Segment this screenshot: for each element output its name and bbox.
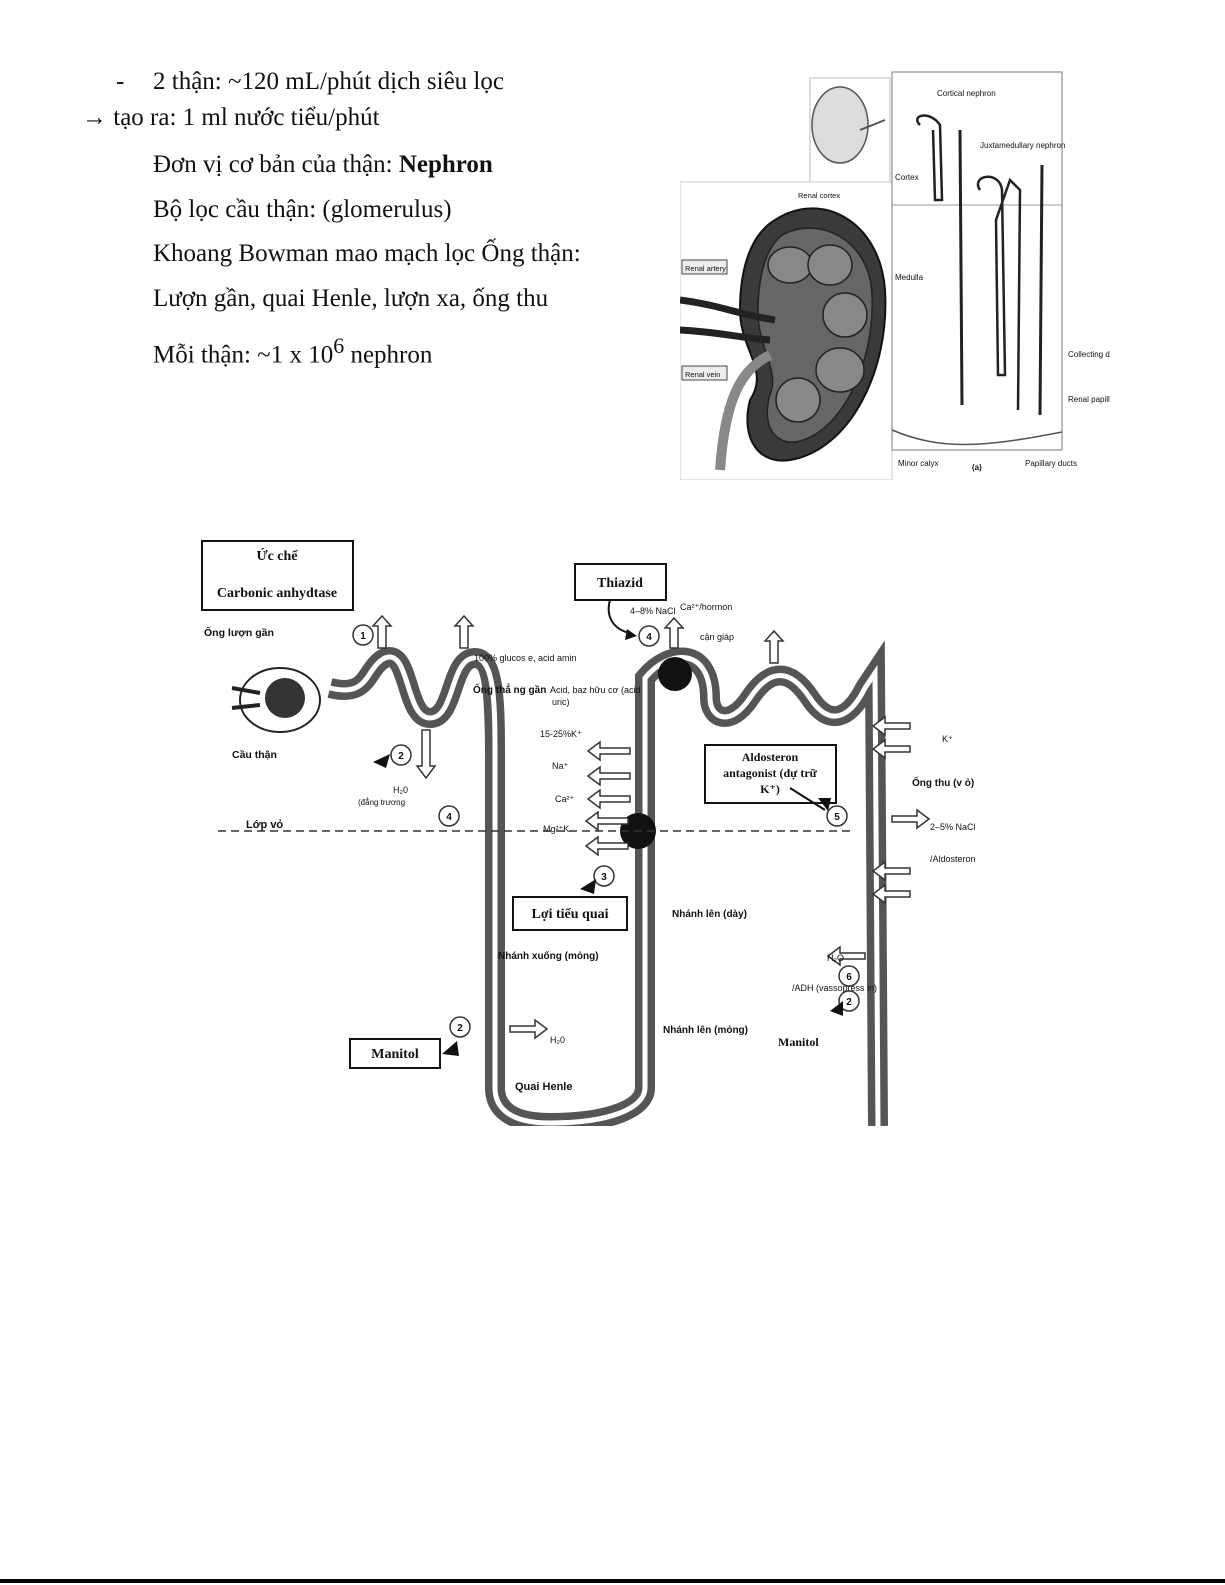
site-5-number: 5 (834, 812, 840, 823)
line-tubule-segments: Lượn gần, quai Henle, lượn xa, ống thu (153, 285, 548, 313)
site-2-number: 2 (398, 751, 404, 762)
loop-diuretic-label: Lợi tiểu quai (532, 907, 609, 922)
bullet-marker: - (116, 68, 124, 96)
site-3-number: 3 (601, 872, 607, 883)
parathyroid-label: cận giáp (700, 632, 734, 642)
loop-of-henle-label: Quai Henle (515, 1081, 572, 1093)
cortex-layer-label: Lớp vỏ (246, 819, 283, 831)
thin-descending-label: Nhánh xuống (mỏng) (498, 950, 599, 962)
isotonic-label: (đẳng trương (358, 798, 405, 807)
nephron-diuretic-diagram: Ức chế Carbonic anhydtase Thiazid Aldost… (150, 498, 1120, 1126)
line-bowman: Khoang Bowman mao mạch lọc Ống thận: (153, 240, 581, 268)
line-glomerulus: Bộ lọc cầu thận: (glomerulus) (153, 196, 452, 224)
site-4b-number: 4 (646, 632, 652, 643)
aldosterone-line3: K⁺) (760, 782, 780, 796)
nacl-thiazid-label: 4–8% NaCl (630, 606, 676, 616)
glomerulus-tuft (265, 678, 305, 718)
calcium-hormone-label: Ca²⁺/hormon (680, 602, 732, 612)
thin-ascending-label: Nhánh lên (mỏng) (663, 1025, 748, 1036)
nephron-panel (892, 72, 1062, 450)
thick-ascending-label: Nhánh lên (dày) (672, 909, 747, 920)
renal-papilla-label: Renal papilla (1068, 395, 1110, 404)
straight-proximal-label: Ống thẳ ng gần (473, 682, 546, 696)
site-2c-number: 2 (846, 997, 852, 1008)
renal-cortex-label: Renal cortex (798, 191, 840, 200)
cortex-label: Cortex (895, 173, 919, 182)
calcium-label: Ca²⁺ (555, 794, 575, 804)
juxtamedullary-nephron-label: Juxtamedullary nephron (980, 141, 1065, 150)
basic-unit-bold: Nephron (399, 151, 493, 178)
aldosterone-line2: antagonist (dự trữ (723, 766, 818, 780)
basic-unit-text: Đơn vị cơ bản của thận: (153, 151, 399, 178)
nephron-count-text: Mỗi thận: ~1 x 10 (153, 341, 333, 368)
site-2b-number: 2 (457, 1023, 463, 1034)
uric-label: uric) (552, 697, 570, 707)
site-6-number: 6 (846, 972, 852, 983)
h2o-right-label: H₂O (827, 953, 844, 963)
nacl-collecting-label: 2–5% NaCl (930, 822, 976, 832)
carbonic-anhydrase-line1: Ức chế (256, 547, 298, 564)
sodium-label: Na⁺ (552, 761, 569, 771)
h2o-bottom-label: H₂0 (550, 1035, 565, 1045)
glucose-label: 100% glucos e, acid amin (474, 653, 577, 663)
kidney-anatomy-figure: Renal artery Renal vein Renal cortex Cor… (680, 70, 1110, 480)
collecting-duct-label: Collecting duct (1068, 350, 1110, 359)
manitol-label-2: Manitol (778, 1035, 819, 1049)
aldosterone-label: /Aldosteron (930, 854, 976, 864)
carbonic-anhydrase-line2: Carbonic anhydtase (217, 586, 337, 601)
glomerulus-label: Cầu thận (232, 749, 277, 761)
line-urine-output: → tạo ra: 1 ml nước tiểu/phút (82, 104, 380, 132)
line-nephron-count: Mỗi thận: ~1 x 106 nephron (153, 333, 432, 369)
line-ultrafiltrate: 2 thận: ~120 mL/phút dịch siêu lọc (153, 68, 504, 96)
proximal-tubule-label: Ống lượn gần (204, 625, 274, 639)
panel-letter-label: (a) (972, 463, 982, 472)
renal-vein-label: Renal vein (685, 370, 720, 379)
thiazid-label: Thiazid (597, 576, 643, 591)
h2o-left-label: H₂0 (393, 785, 408, 795)
magnesium-label: Mg²⁺K (543, 824, 569, 834)
small-kidney-icon (812, 87, 868, 163)
site-4-number: 4 (446, 812, 452, 823)
adh-label: /ADH (vassopress in) (792, 983, 877, 993)
aldosterone-line1: Aldosteron (742, 750, 799, 764)
medulla-label: Medulla (895, 273, 924, 282)
manitol-label: Manitol (371, 1047, 419, 1062)
thiazid-pointer (609, 600, 630, 633)
nephron-count-exponent: 6 (333, 333, 344, 358)
kidney-anatomy-svg: Renal artery Renal vein Renal cortex Cor… (680, 70, 1110, 480)
macula-densa-marker (658, 657, 692, 691)
renal-artery-label: Renal artery (685, 264, 726, 273)
nephron-count-suffix: nephron (344, 341, 432, 368)
site-1-number: 1 (360, 631, 366, 642)
organic-acid-base-label: Acid, baz hữu cơ (acid (550, 685, 640, 695)
papillary-ducts-label: Papillary ducts (1025, 459, 1077, 468)
minor-calyx-label: Minor calyx (898, 459, 938, 468)
nephron-diagram-svg: Ức chế Carbonic anhydtase Thiazid Aldost… (150, 498, 1120, 1126)
line-basic-unit: Đơn vị cơ bản của thận: Nephron (153, 151, 493, 179)
potassium-15-label: 15-25%K⁺ (540, 729, 582, 739)
page-bottom-rule (0, 1579, 1225, 1583)
potassium-right-label: K⁺ (942, 734, 953, 744)
cortical-nephron-label: Cortical nephron (937, 89, 996, 98)
collecting-duct-label: Ống thu (v ỏ) (912, 775, 974, 789)
